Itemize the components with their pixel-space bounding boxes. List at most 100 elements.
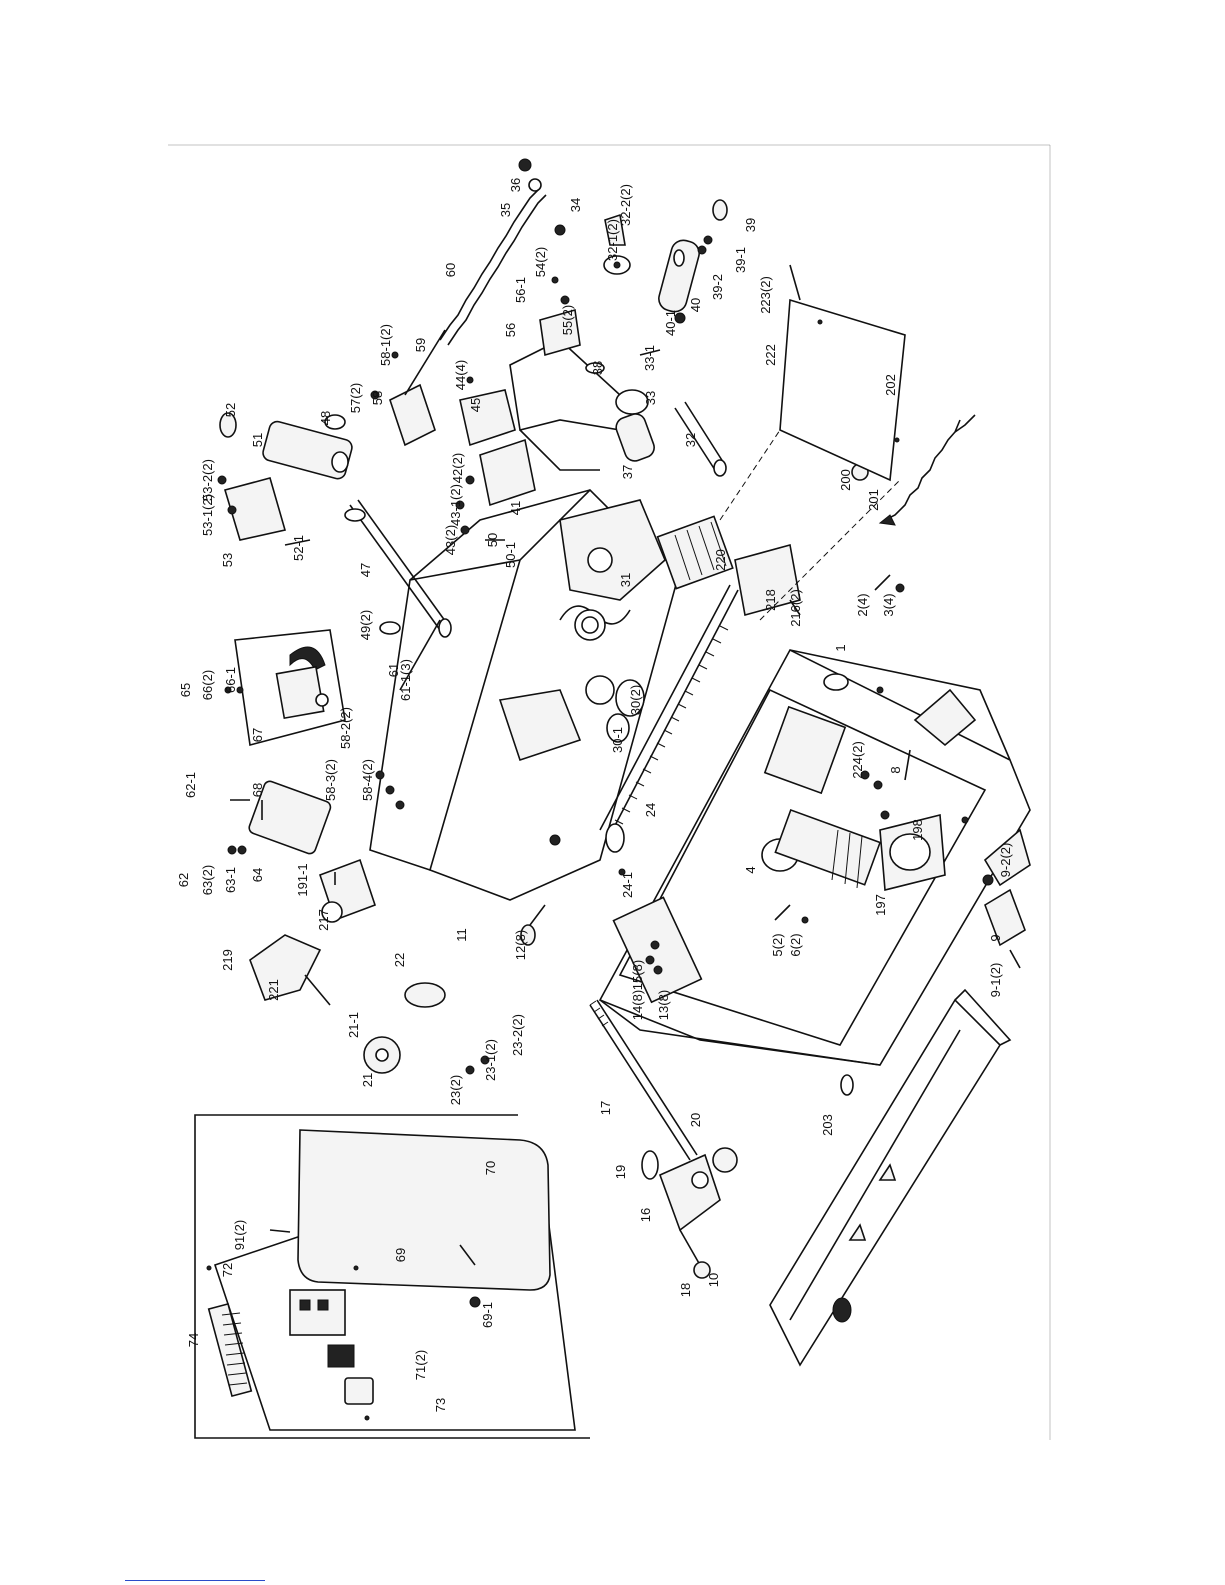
part-label: 23-1(2) bbox=[483, 1039, 498, 1081]
part-label: 71(2) bbox=[413, 1350, 428, 1380]
pin-33-1 bbox=[639, 349, 661, 356]
part-label: 42(2) bbox=[450, 453, 465, 483]
part-label: 23(2) bbox=[448, 1075, 463, 1105]
part-label: 52-1 bbox=[291, 535, 306, 561]
part-label: 34 bbox=[568, 198, 583, 212]
part-label: 217 bbox=[316, 909, 331, 931]
spring-60 bbox=[439, 189, 547, 346]
part-label: 201 bbox=[866, 489, 881, 511]
part-label: 9-2(2) bbox=[998, 843, 1013, 878]
screw-69 bbox=[459, 1244, 476, 1266]
spring-202 bbox=[878, 414, 976, 526]
part-label: 64 bbox=[250, 868, 265, 882]
part-label: 191-1 bbox=[295, 863, 310, 896]
rod-61 bbox=[399, 619, 441, 691]
part-label: 60 bbox=[443, 263, 458, 277]
feed-rod-17 bbox=[589, 999, 738, 1279]
part-label: 23-2(2) bbox=[510, 1014, 525, 1056]
part-label: 218 bbox=[763, 589, 778, 611]
part-label: 20 bbox=[688, 1113, 703, 1127]
bracket-9 bbox=[984, 888, 1026, 947]
part-label: 43(2) bbox=[443, 525, 458, 555]
block-45 bbox=[459, 389, 516, 447]
bushing-30-1 bbox=[606, 713, 630, 743]
part-label: 41 bbox=[508, 501, 523, 515]
part-label: 58-3(2) bbox=[323, 759, 338, 801]
part-label: 66-1 bbox=[223, 667, 238, 693]
part-label: 52 bbox=[223, 403, 238, 417]
part-label: 53-2(2) bbox=[200, 459, 215, 501]
part-label: 69 bbox=[393, 1248, 408, 1262]
pin-19 bbox=[641, 1150, 659, 1180]
part-label: 30(2) bbox=[628, 685, 643, 715]
footer-rule bbox=[125, 1580, 265, 1581]
part-label: 56-1 bbox=[513, 277, 528, 303]
part-label: 1 bbox=[833, 644, 848, 651]
bolt-39 bbox=[712, 199, 728, 221]
part-label: 9-1(2) bbox=[988, 963, 1003, 998]
lever-16 bbox=[658, 1153, 721, 1232]
part-label: 65 bbox=[178, 683, 193, 697]
part-label: 45 bbox=[468, 398, 483, 412]
part-label: 6(2) bbox=[788, 933, 803, 956]
part-label: 49(2) bbox=[358, 610, 373, 640]
hinge-56 bbox=[539, 308, 581, 357]
drawing-frame bbox=[168, 144, 1051, 1440]
shaft-32 bbox=[674, 401, 727, 477]
part-label: 48 bbox=[318, 411, 333, 425]
part-label: 51 bbox=[250, 433, 265, 447]
washer-35 bbox=[528, 178, 542, 192]
part-label: 198 bbox=[910, 819, 925, 841]
part-label: 197 bbox=[873, 894, 888, 916]
half-nut-218-220 bbox=[656, 515, 801, 617]
part-label: 37 bbox=[620, 465, 635, 479]
part-label: 44(4) bbox=[453, 360, 468, 390]
part-label: 58-2(2) bbox=[338, 707, 353, 749]
part-label: 21-1 bbox=[346, 1012, 361, 1038]
part-label: 39-1 bbox=[733, 247, 748, 273]
nut-34 bbox=[554, 224, 566, 236]
part-label: 32-2(2) bbox=[618, 184, 633, 226]
part-label: 66(2) bbox=[200, 670, 215, 700]
part-label: 40-1 bbox=[663, 310, 678, 336]
part-label: 9 bbox=[988, 934, 1003, 941]
nut-69-1 bbox=[469, 1296, 481, 1308]
part-label: 57(2) bbox=[348, 383, 363, 413]
hinge-bracket bbox=[559, 499, 666, 601]
terminal-strip-74 bbox=[207, 1302, 253, 1398]
part-label: 3(4) bbox=[881, 593, 896, 616]
part-label: 63-1 bbox=[223, 867, 238, 893]
motor-4 bbox=[761, 808, 946, 892]
part-label: 22 bbox=[392, 953, 407, 967]
part-label: 220 bbox=[713, 549, 728, 571]
jaw-219 bbox=[249, 934, 322, 1001]
part-label: 58 bbox=[370, 391, 385, 405]
bolt-223 bbox=[789, 264, 801, 301]
part-label: 70 bbox=[483, 1161, 498, 1175]
washer-40-1 bbox=[674, 312, 686, 324]
part-label: 203 bbox=[820, 1114, 835, 1136]
part-label: 39 bbox=[743, 218, 758, 232]
part-label: 32-1(2) bbox=[605, 219, 620, 261]
part-label: 33 bbox=[643, 391, 658, 405]
washer-38 bbox=[585, 362, 605, 374]
plug-203 bbox=[840, 1074, 854, 1096]
part-label: 73 bbox=[433, 1398, 448, 1412]
bushing-30 bbox=[615, 679, 645, 717]
part-label: 5(2) bbox=[770, 933, 785, 956]
switch-73 bbox=[344, 1377, 374, 1405]
knob-52 bbox=[219, 412, 237, 438]
part-label: 30-1 bbox=[610, 727, 625, 753]
part-label: 40 bbox=[688, 298, 703, 312]
bolt-12 bbox=[529, 904, 546, 926]
arm-67 bbox=[224, 629, 346, 747]
lever-33 bbox=[509, 339, 649, 471]
foot-right-bottom bbox=[983, 828, 1031, 887]
part-label: 202 bbox=[883, 374, 898, 396]
part-label: 10 bbox=[706, 1273, 721, 1287]
part-label: 68 bbox=[250, 783, 265, 797]
pin-221 bbox=[304, 974, 331, 1006]
part-label: 216(2) bbox=[788, 589, 803, 627]
part-label: 16 bbox=[638, 1208, 653, 1222]
